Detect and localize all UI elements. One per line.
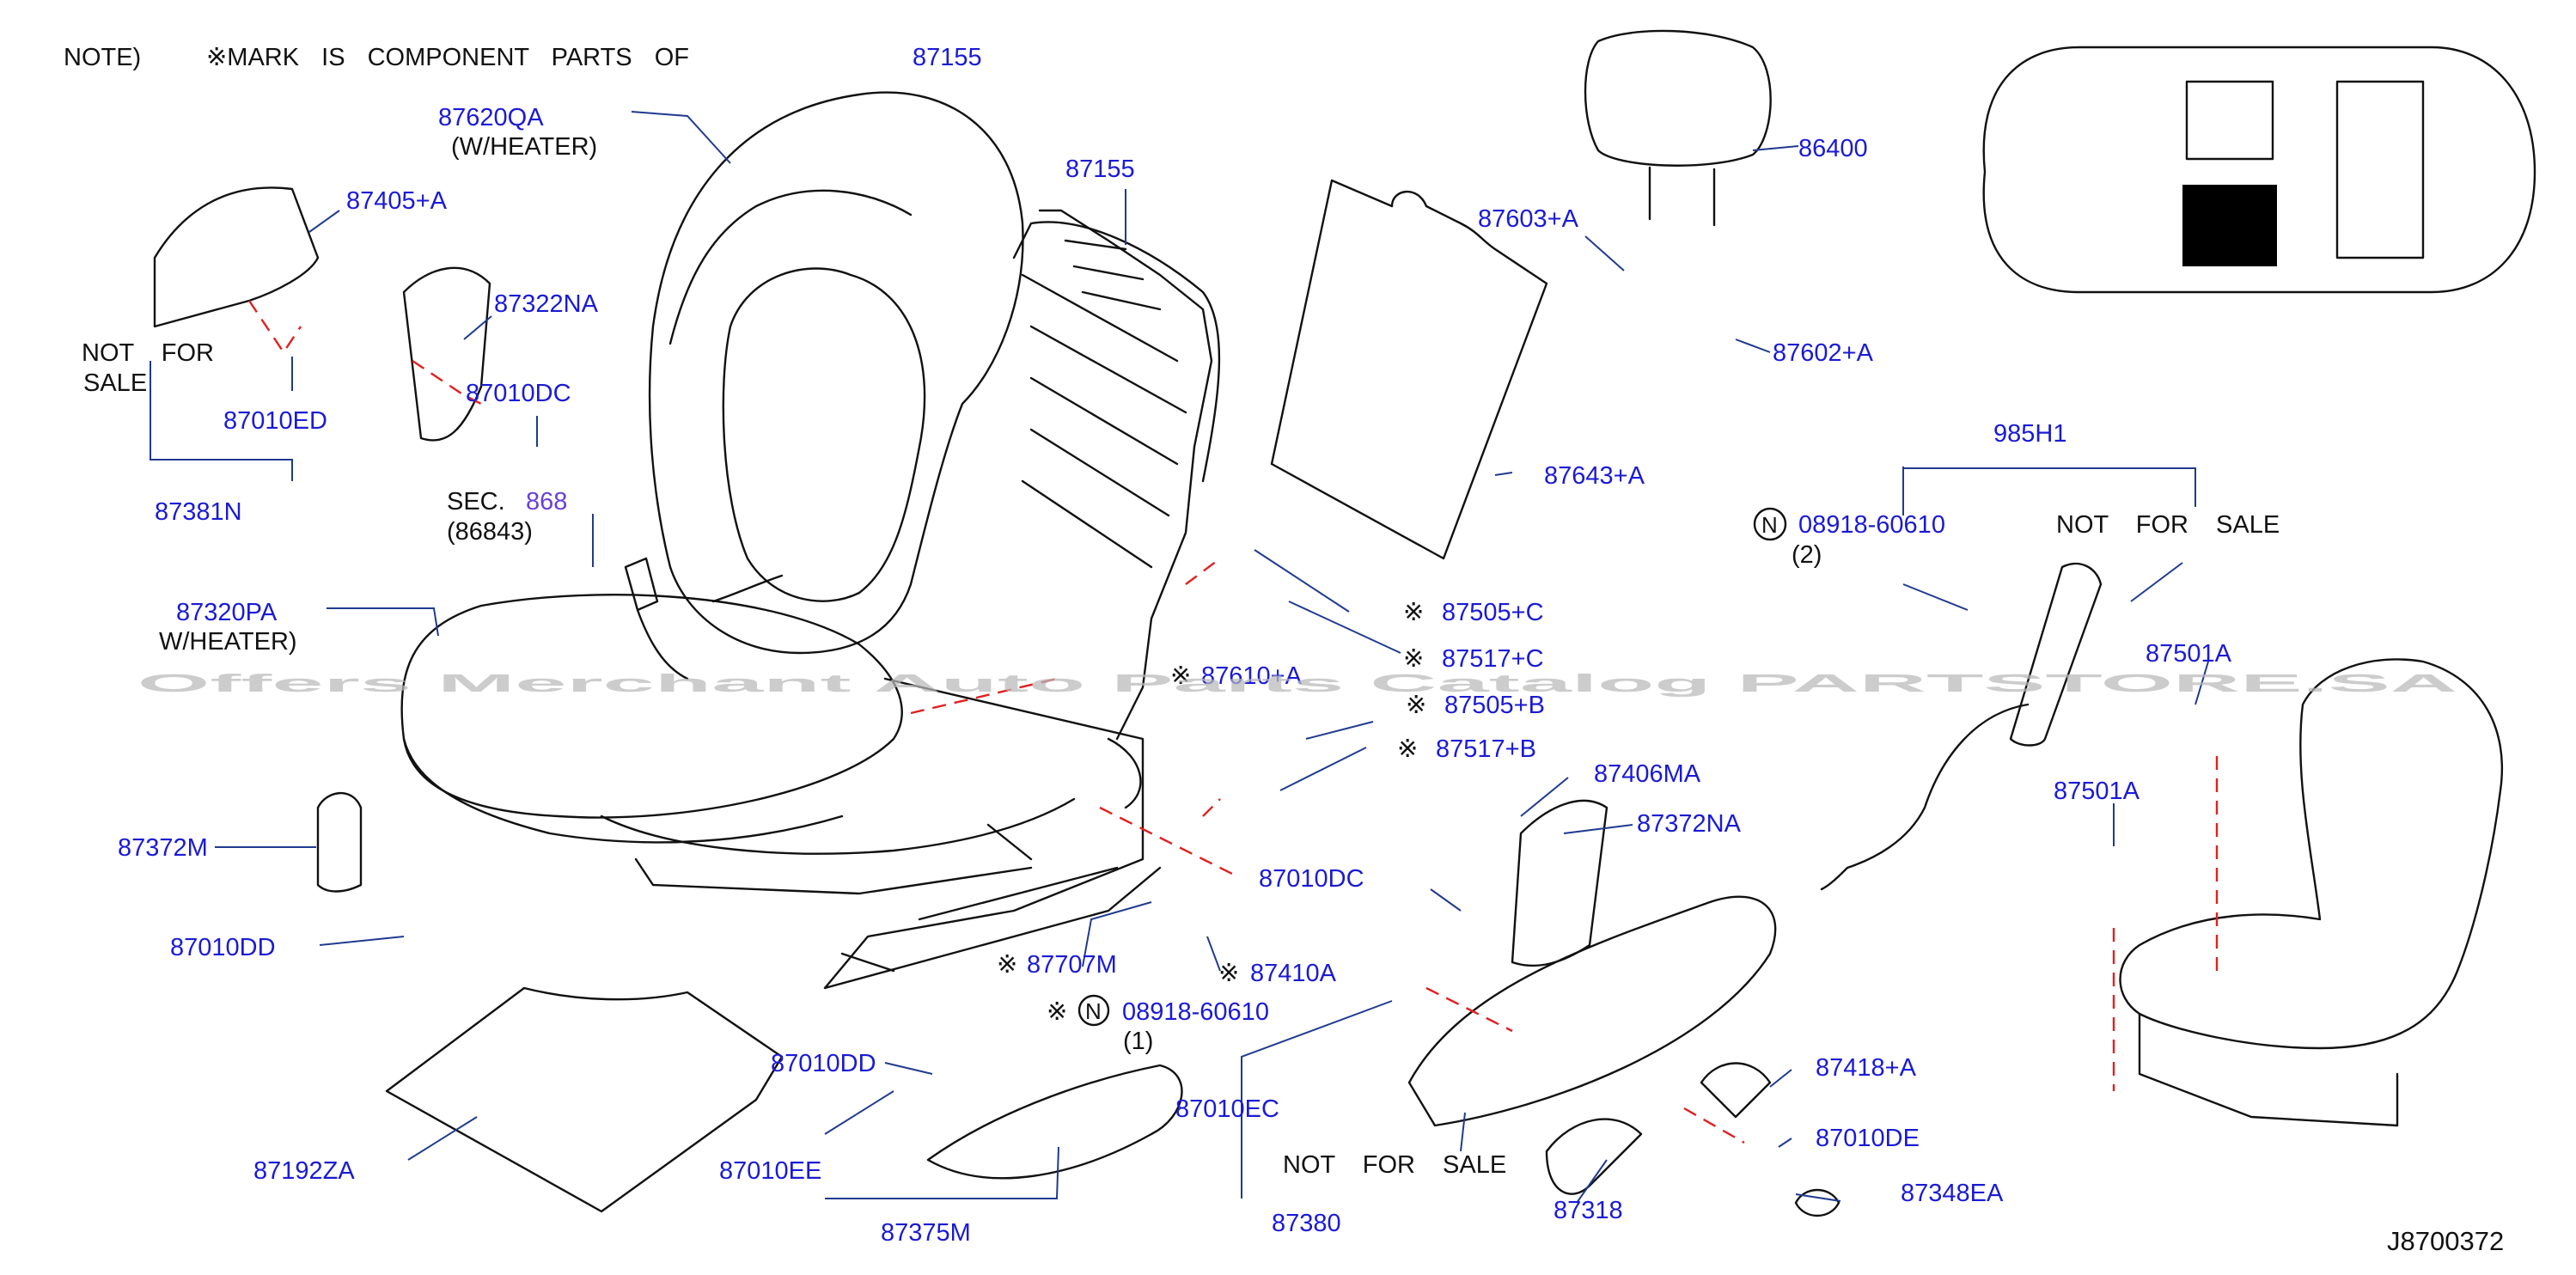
part-label-87603A[interactable]: 87603+A [1478,205,1579,233]
connection-dashes [248,300,2219,1144]
note-label: NOTE) [64,44,141,71]
part-label-87375M[interactable]: 87375M [881,1219,971,1247]
seat-back-board-drawing [1270,179,1548,560]
headrest-drawing [1584,29,1772,227]
diagram-code: J8700372 [2387,1226,2504,1256]
part-label-87517B[interactable]: 87517+B [1436,735,1536,763]
part-label-08918-60610-1[interactable]: 08918-60610 [1122,998,1269,1026]
n-letter-2: N [1761,512,1778,538]
mark-87410A: ※ [1218,960,1239,987]
side-airbag-drawing [1820,562,2103,891]
not-for-sale-label-3: NOT FOR SALE [2056,511,2280,539]
part-label-87320PA[interactable]: 87320PA [176,599,278,626]
part-label-87405A[interactable]: 87405+A [346,187,448,215]
heater-note-2: W/HEATER) [159,628,297,656]
mark-87505C: ※ [1403,599,1424,626]
part-label-87010DE[interactable]: 87010DE [1816,1125,1920,1152]
part-label-86400[interactable]: 86400 [1798,135,1868,162]
mark-87707M: ※ [997,951,1017,979]
watermark-text: Offers Merchant Auto Parts Catalog PARTS… [137,670,2457,698]
car-top-view-drawing [1982,46,2536,294]
qty-label-1: (1) [1123,1028,1153,1055]
sale-label-1: SALE [83,369,147,397]
part-label-87010EE[interactable]: 87010EE [719,1157,821,1185]
seat-cushion-drawing [400,594,1076,895]
part-label-87602A[interactable]: 87602+A [1773,339,1874,367]
not-for-label-1: NOT FOR [82,339,214,367]
part-label-87192ZA[interactable]: 87192ZA [253,1157,355,1185]
seat-back-drawing [648,91,1024,655]
note-text: ※MARK IS COMPONENT PARTS OF [206,44,689,71]
part-label-87505C[interactable]: 87505+C [1442,599,1544,626]
mark-87517C: ※ [1403,645,1424,673]
part-label-87610A[interactable]: 87610+A [1201,662,1303,690]
leader-lines [150,111,2209,1204]
part-label-87010DC-2[interactable]: 87010DC [1259,865,1364,893]
part-label-87410A[interactable]: 87410A [1250,960,1337,987]
seat-frame-drawing [823,209,1221,990]
seat-location-marker [2182,185,2277,266]
part-label-87501A-2[interactable]: 87501A [2054,778,2140,805]
part-label-87348EA[interactable]: 87348EA [1901,1180,2004,1207]
part-label-87318[interactable]: 87318 [1554,1197,1623,1224]
qty-label-2: (2) [1792,541,1822,569]
components-drawing [153,186,1840,1217]
part-label-87010ED[interactable]: 87010ED [223,407,327,435]
seat-belt-buckle-drawing [624,557,784,680]
part-label-87517C[interactable]: 87517+C [1442,645,1544,673]
part-label-08918-60610-2[interactable]: 08918-60610 [1798,511,1945,539]
heater-note-1: (W/HEATER) [451,133,597,161]
n-letter-1: N [1085,998,1102,1024]
part-label-87707M[interactable]: 87707M [1027,951,1117,979]
part-label-87010EC[interactable]: 87010EC [1175,1095,1279,1123]
part-label-87406MA[interactable]: 87406MA [1594,760,1701,788]
floor-sheet-drawing [385,986,784,1213]
part-label-87418A[interactable]: 87418+A [1816,1054,1917,1082]
n-symbol-1 [1077,994,1110,1027]
part-label-87010DC-1[interactable]: 87010DC [466,380,571,407]
part-label-87010DD-2[interactable]: 87010DD [771,1050,876,1077]
part-label-87010DD-1[interactable]: 87010DD [170,934,276,961]
section-sub: (86843) [447,518,533,546]
mark-87610A: ※ [1170,662,1191,690]
part-label-87620QA[interactable]: 87620QA [438,104,544,131]
section-link[interactable]: 868 [526,488,567,515]
mark-87517B: ※ [1397,735,1418,763]
part-label-985H1[interactable]: 985H1 [1993,420,2066,448]
mark-87505B: ※ [1406,692,1426,719]
not-for-sale-label-2: NOT FOR SALE [1283,1151,1506,1179]
section-prefix: SEC. [447,488,505,515]
part-label-87643A[interactable]: 87643+A [1544,462,1645,490]
reference-seat-drawing [2119,658,2504,1127]
part-label-87501A-1[interactable]: 87501A [2146,640,2232,668]
part-label-87505B[interactable]: 87505+B [1444,692,1545,719]
mark-08918-1: ※ [1047,998,1067,1026]
part-label-87372NA[interactable]: 87372NA [1637,810,1742,838]
part-label-87380[interactable]: 87380 [1272,1210,1341,1237]
part-label-87372M[interactable]: 87372M [118,834,208,862]
part-label-87155[interactable]: 87155 [1065,156,1135,183]
n-symbol-2 [1753,507,1787,541]
note-part-number: 87155 [913,44,982,71]
part-label-87322NA[interactable]: 87322NA [494,290,599,318]
part-label-87381N[interactable]: 87381N [155,498,242,526]
